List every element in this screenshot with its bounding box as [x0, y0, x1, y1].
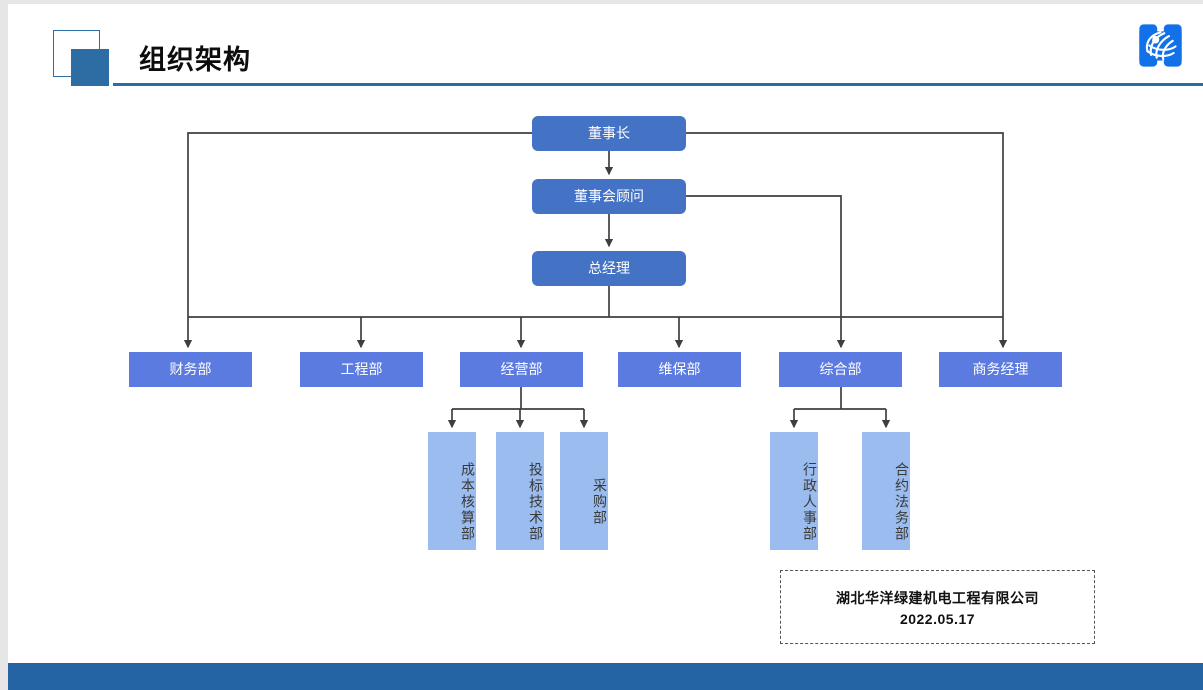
header-divider-rule: [113, 83, 1203, 86]
node-label: 总经理: [588, 260, 630, 277]
connector-lines: [183, 132, 1008, 429]
node-admin-hr-department[interactable]: 行政人事部: [770, 432, 818, 550]
node-cost-accounting-department[interactable]: 成本核算部: [428, 432, 476, 550]
node-label: 经营部: [500, 361, 543, 378]
slide-canvas: 组织架构: [8, 4, 1203, 690]
node-label: 工程部: [340, 361, 383, 378]
node-label: 维保部: [658, 361, 701, 378]
decorative-square-filled: [71, 49, 109, 86]
node-label: 成本核算部: [460, 462, 476, 542]
org-chart: 董事长 董事会顾问 总经理 财务部 工程部 经营部 维保部 综合部 商务经理 成…: [8, 4, 1203, 664]
node-maintenance-department[interactable]: 维保部: [618, 352, 741, 387]
node-label: 综合部: [819, 361, 862, 378]
node-label: 财务部: [169, 361, 212, 378]
node-contract-legal-department[interactable]: 合约法务部: [862, 432, 910, 550]
node-label: 采购部: [592, 478, 608, 526]
node-business-manager[interactable]: 商务经理: [939, 352, 1062, 387]
node-label: 商务经理: [972, 361, 1029, 378]
node-chairman[interactable]: 董事长: [532, 116, 686, 151]
node-label: 行政人事部: [802, 462, 818, 542]
caption-company-name: 湖北华洋绿建机电工程有限公司: [836, 589, 1039, 606]
node-label: 投标技术部: [528, 462, 544, 542]
footer-bar: [8, 663, 1203, 690]
node-engineering-department[interactable]: 工程部: [300, 352, 423, 387]
node-label: 董事会顾问: [574, 188, 644, 205]
caption-date: 2022.05.17: [899, 610, 976, 627]
node-finance-department[interactable]: 财务部: [129, 352, 252, 387]
caption-box: 湖北华洋绿建机电工程有限公司 2022.05.17: [780, 570, 1095, 644]
node-board-advisor[interactable]: 董事会顾问: [532, 179, 686, 214]
node-general-affairs-department[interactable]: 综合部: [779, 352, 902, 387]
node-label: 董事长: [588, 125, 630, 142]
node-bidding-technology-department[interactable]: 投标技术部: [496, 432, 544, 550]
page-title: 组织架构: [139, 45, 251, 75]
company-globe-logo-icon: [1139, 24, 1182, 67]
node-general-manager[interactable]: 总经理: [532, 251, 686, 286]
node-procurement-department[interactable]: 采购部: [560, 432, 608, 550]
node-operations-department[interactable]: 经营部: [460, 352, 583, 387]
node-label: 合约法务部: [894, 462, 910, 542]
